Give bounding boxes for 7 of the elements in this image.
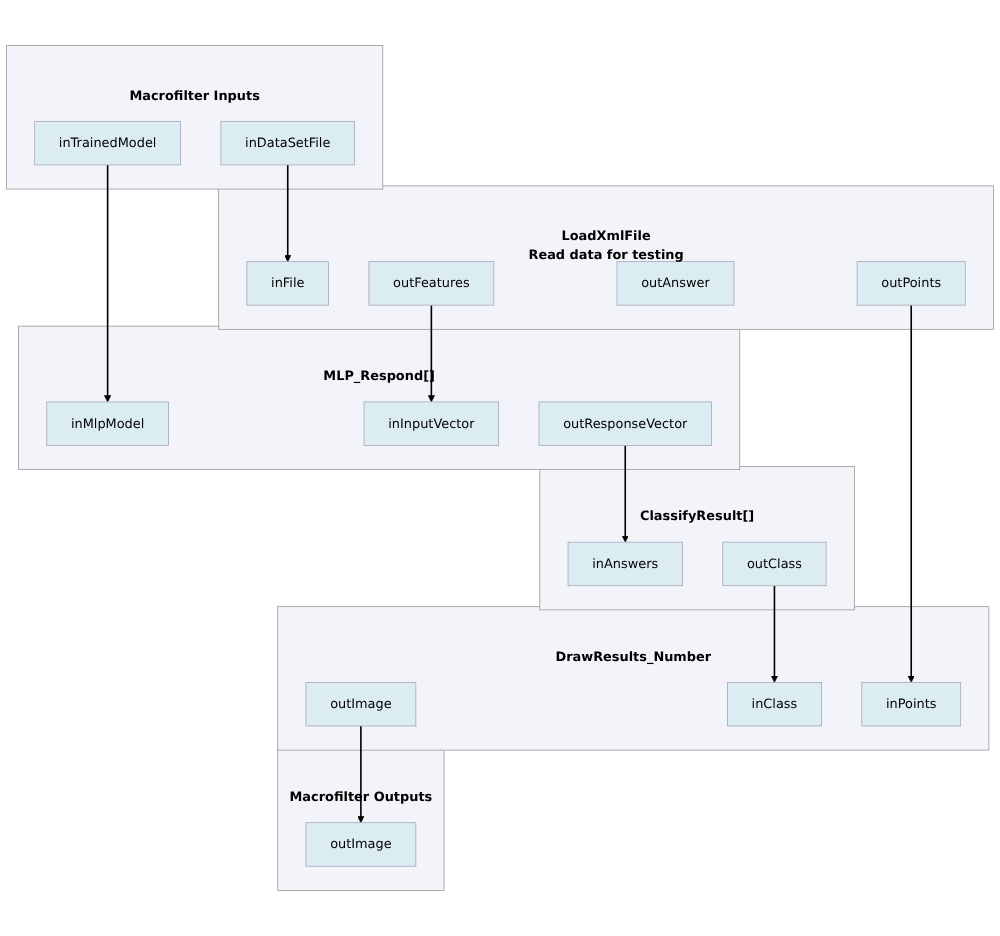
arrow	[104, 164, 112, 403]
arrow	[284, 164, 292, 262]
arrow	[357, 725, 365, 823]
arrow	[770, 584, 778, 683]
arrow	[427, 304, 435, 403]
arrow	[907, 304, 915, 683]
arrow	[621, 444, 629, 543]
